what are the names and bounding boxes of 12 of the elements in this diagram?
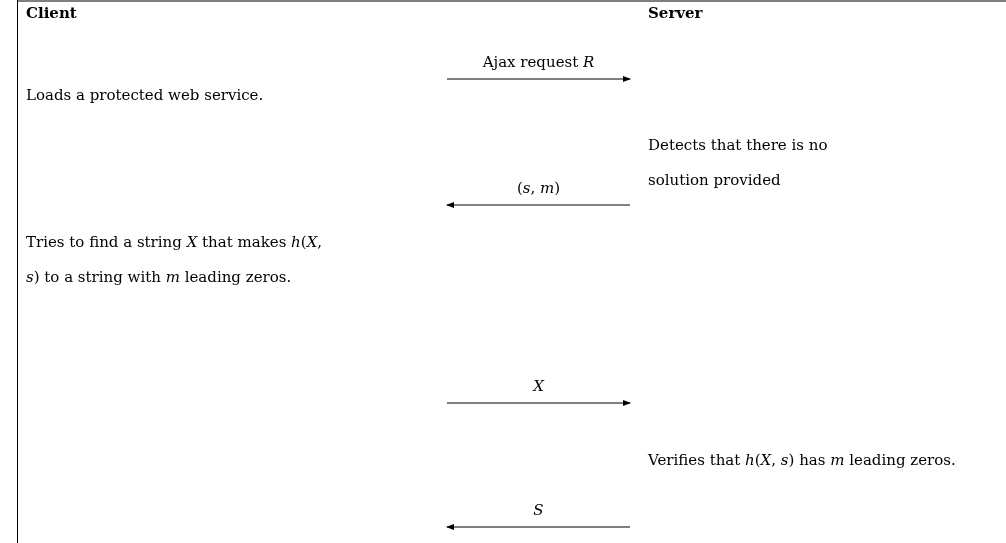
step-text: Detects that there is no solution provided	[648, 128, 848, 198]
message-arrow	[446, 400, 631, 406]
message-arrow	[446, 524, 631, 530]
step-text: Loads a protected web service.	[26, 78, 426, 113]
message-arrow	[446, 202, 631, 208]
message-arrow	[446, 76, 631, 82]
edge-label: (s, m)	[516, 179, 561, 197]
step-text: Tries to find a string X that makes h(X, s) to a string with m leading zeros.	[26, 225, 326, 295]
column-heading: Client	[26, 4, 77, 22]
edge-label: Ajax request R	[482, 53, 595, 71]
column-heading: Server	[648, 4, 703, 22]
step-text: Verifies that h(X, s) has m leading zeros.	[648, 443, 998, 478]
